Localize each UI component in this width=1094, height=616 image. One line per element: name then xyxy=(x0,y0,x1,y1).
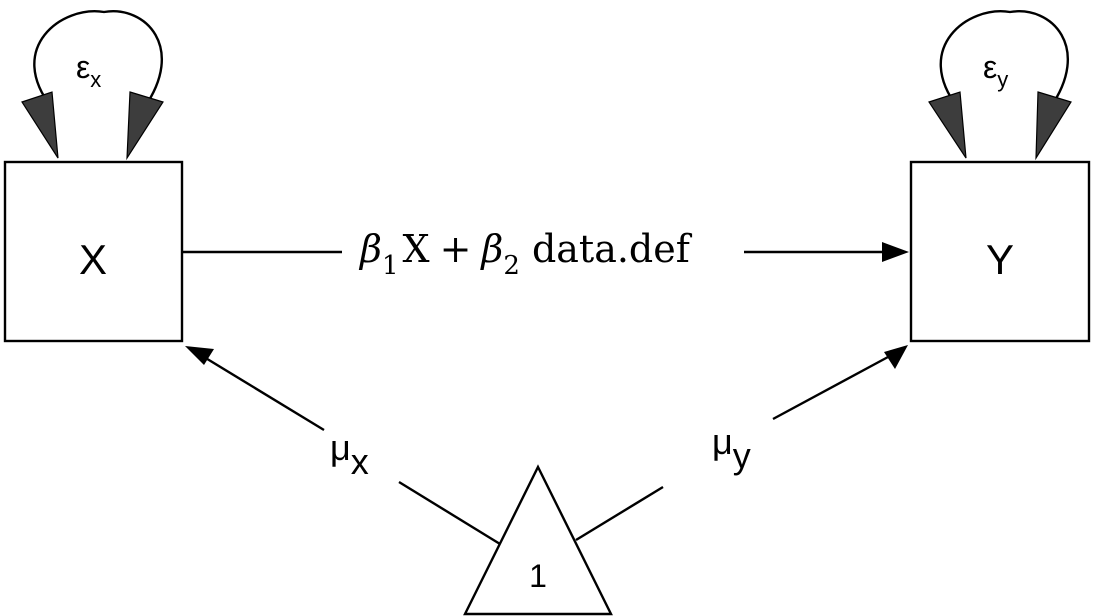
variance-label-y: εy xyxy=(983,49,1008,92)
constant-triangle: 1 xyxy=(463,464,613,616)
variance-loop-y: εy xyxy=(928,10,1072,161)
mean-line-x-lower xyxy=(398,480,501,546)
node-label-x: X xyxy=(79,236,107,283)
mean-arrowhead-x xyxy=(185,346,214,365)
mean-line-y-upper xyxy=(772,355,889,421)
variance-arrowhead-y-right xyxy=(1035,91,1072,161)
regression-arrowhead xyxy=(882,242,909,262)
variance-loop-x: εx xyxy=(21,10,164,161)
mean-label-y: μy xyxy=(712,421,751,476)
variance-label-x: εx xyxy=(76,49,101,92)
node-label-y: Y xyxy=(986,236,1014,283)
mean-path-y: μy xyxy=(575,345,908,542)
mean-label-x: μx xyxy=(330,427,369,482)
variance-arrowhead-x-right xyxy=(126,91,164,161)
variance-arrowhead-y-left xyxy=(928,91,967,159)
observed-variable-x: X xyxy=(3,160,184,343)
mean-line-x-upper xyxy=(203,355,325,432)
mean-path-x: μx xyxy=(185,346,501,546)
constant-label: 1 xyxy=(529,558,547,594)
variance-arrowhead-x-left xyxy=(21,91,59,159)
mean-line-y-lower xyxy=(575,485,664,542)
mean-arrowhead-y xyxy=(884,345,908,369)
observed-variable-y: Y xyxy=(909,160,1091,343)
